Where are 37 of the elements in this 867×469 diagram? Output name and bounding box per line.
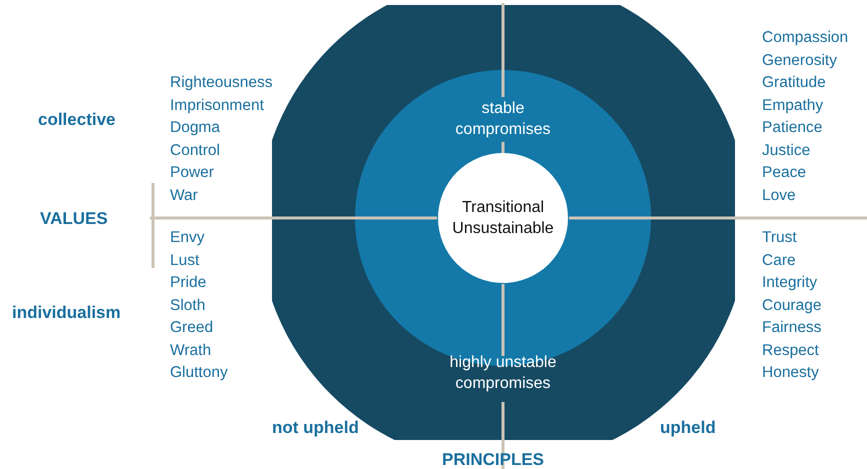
value-word: Gluttony [170, 363, 228, 383]
axis-label: upheld [660, 418, 716, 438]
value-word: Compassion [762, 28, 848, 48]
value-word: War [170, 186, 198, 206]
value-word: Gratitude [762, 73, 826, 93]
axis-title: PRINCIPLES [442, 450, 544, 469]
axis-label: individualism [12, 303, 121, 323]
ring-label: stable compromises [454, 99, 552, 140]
axis-title: VALUES [40, 209, 108, 229]
value-word: Righteousness [170, 73, 273, 93]
value-word: Lust [170, 250, 200, 270]
axis-label: collective [38, 110, 116, 130]
value-word: Sloth [170, 296, 206, 316]
value-word: Honesty [762, 363, 819, 383]
value-word: Wrath [170, 340, 212, 360]
value-word: Power [170, 163, 214, 183]
value-word: Courage [762, 296, 822, 316]
value-word: Pride [170, 273, 206, 293]
value-word: Empathy [762, 96, 824, 116]
value-word: Control [170, 140, 220, 160]
value-word: Envy [170, 228, 204, 248]
value-word: Respect [762, 340, 819, 360]
center-label: Transitional Unsustainable [451, 198, 555, 239]
value-word: Fairness [762, 318, 822, 338]
value-word: Love [762, 186, 796, 206]
value-word: Patience [762, 118, 822, 138]
axis-label: not upheld [272, 418, 359, 438]
value-word: Care [762, 250, 796, 270]
ring-label: highly unstable compromises [448, 353, 558, 394]
value-word: Integrity [762, 273, 818, 293]
value-word: Trust [762, 228, 797, 248]
value-word: Generosity [762, 50, 837, 70]
value-word: Peace [762, 163, 806, 183]
value-word: Justice [762, 140, 810, 160]
value-word: Greed [170, 318, 214, 338]
value-word: Imprisonment [170, 96, 264, 116]
value-word: Dogma [170, 118, 220, 138]
